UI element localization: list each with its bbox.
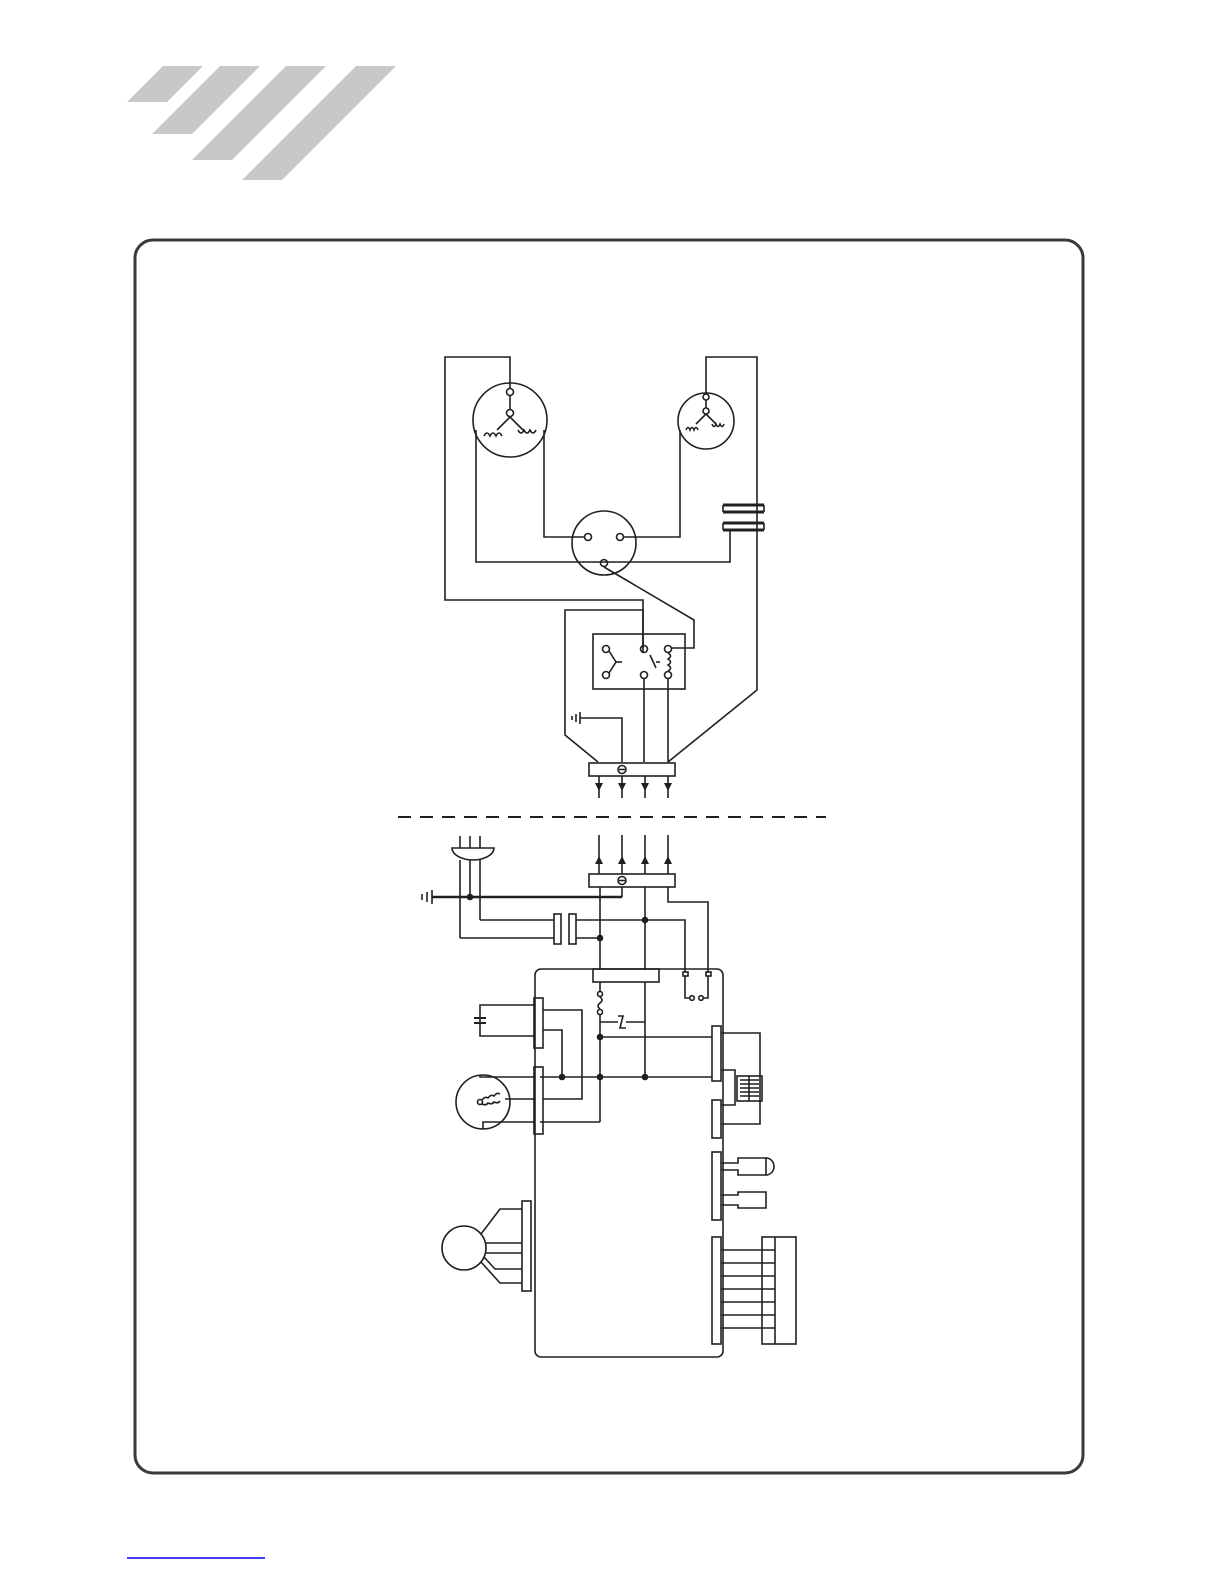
arrow-down <box>618 776 626 798</box>
power-plug <box>452 836 494 938</box>
arrow-down <box>664 776 672 798</box>
noise-filter-capacitor <box>460 914 648 944</box>
ground-symbol-outdoor <box>572 712 622 762</box>
fuse <box>598 982 603 1037</box>
outdoor-connector-arrows <box>595 776 672 798</box>
arrow-down <box>641 776 649 798</box>
wiring-diagram <box>398 357 826 1357</box>
control-board <box>535 969 723 1357</box>
indoor-fan-motor <box>456 1075 534 1129</box>
arrow-up <box>618 835 626 874</box>
header-stripes-logo <box>127 66 396 180</box>
indoor-connector-arrows <box>595 835 672 874</box>
board-connector-power <box>683 972 688 976</box>
outdoor-terminal-block <box>589 763 675 776</box>
display-connector <box>712 1237 796 1344</box>
wire-compressor-top <box>668 357 757 762</box>
arrow-down <box>595 776 603 798</box>
pipe-sensor <box>721 1192 766 1208</box>
swing-motor <box>442 1201 531 1291</box>
door-switch <box>685 976 690 998</box>
room-sensor <box>721 1158 774 1175</box>
wire-terminal-to-relay <box>604 567 694 648</box>
arrow-up <box>595 835 603 874</box>
connector-sensors <box>712 1152 721 1220</box>
connector-transformer-primary <box>712 1026 721 1081</box>
compressor <box>678 393 734 449</box>
connector-transformer-secondary <box>712 1100 721 1138</box>
varistor <box>600 1016 645 1028</box>
run-capacitor <box>723 505 764 530</box>
arrow-up <box>641 835 649 874</box>
transformer <box>721 1033 762 1124</box>
wire-fan-right-to-terminal <box>544 430 584 537</box>
relay-block <box>593 634 685 689</box>
small-capacitor <box>474 1005 534 1036</box>
indoor-terminal-block <box>589 874 675 887</box>
wire-compressor-left <box>624 430 680 537</box>
wire-fan-left <box>476 430 730 562</box>
diagram-frame <box>135 240 1083 1473</box>
wire-relay-left <box>565 610 643 762</box>
compressor-terminal <box>572 511 636 575</box>
arrow-up <box>664 835 672 874</box>
outdoor-fan-motor <box>473 383 547 457</box>
ground-symbol-indoor <box>422 887 622 904</box>
